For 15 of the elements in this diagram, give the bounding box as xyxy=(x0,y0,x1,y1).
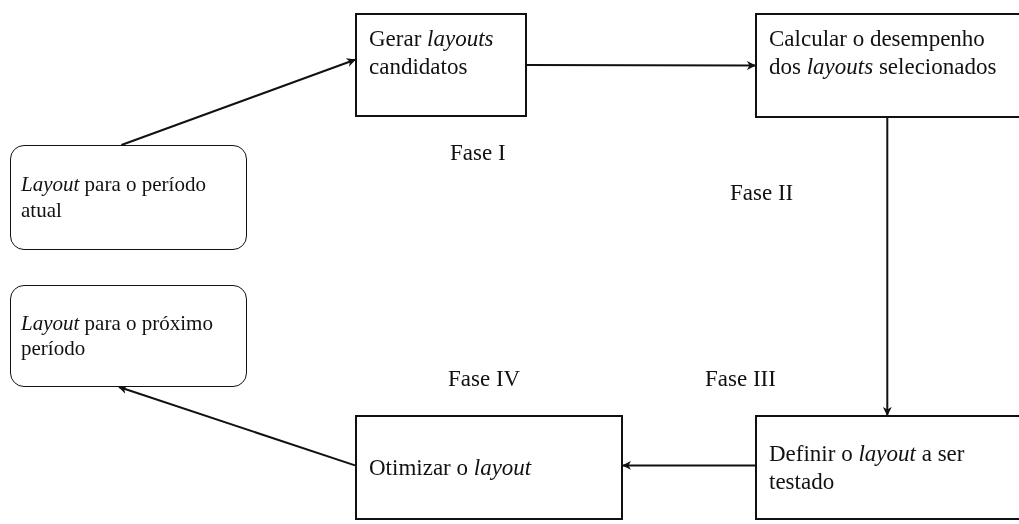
process-box: Calcular o desempenho dos layouts selecionados xyxy=(755,13,1019,118)
process-box: Otimizar o layout xyxy=(355,415,623,520)
arrow xyxy=(882,117,892,416)
phase-label: Fase II xyxy=(730,180,794,206)
arrow xyxy=(120,58,356,146)
process-box: Gerar layouts candidatos xyxy=(355,13,527,117)
rounded-box: Layout para o próximo período xyxy=(10,285,247,387)
arrow xyxy=(622,460,756,470)
rounded-box: Layout para o período atual xyxy=(10,145,247,250)
phase-label: Fase III xyxy=(705,366,776,392)
process-box: Definir o layout a ser testado xyxy=(755,415,1019,520)
arrow xyxy=(526,61,756,70)
arrow xyxy=(118,385,356,467)
phase-label: Fase IV xyxy=(448,366,521,392)
phase-label: Fase I xyxy=(450,140,506,166)
